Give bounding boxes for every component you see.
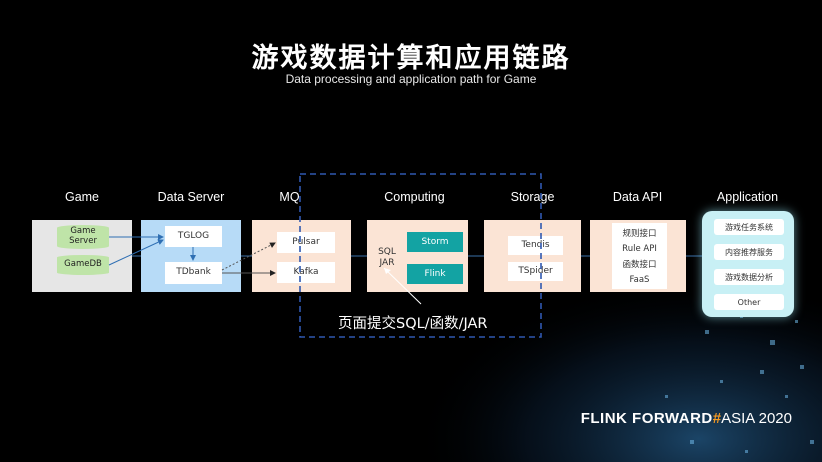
logo-text-flink-forward: FLINK FORWARD [580, 410, 713, 427]
stage-label-application: Application [716, 190, 779, 204]
app-item: 内容推荐服务 [714, 244, 784, 260]
stage-label-mq: MQ [279, 190, 300, 204]
data-api-box: 规则接口 Rule API 函数接口 FaaS [612, 223, 667, 289]
stage-label-storage: Storage [510, 190, 555, 204]
app-item: 游戏任务系统 [714, 219, 784, 235]
event-logo: FLINK FORWARD#ASIA 2020 [581, 410, 792, 427]
game-server-node: Game Server [57, 225, 109, 249]
page-title: 游戏数据计算和应用链路 [251, 43, 571, 74]
stage-label-game: Game [64, 190, 100, 204]
stage-label-data-api: Data API [612, 190, 663, 204]
sql-jar-label: SQL JAR [378, 247, 396, 268]
stage-label-data-server: Data Server [157, 190, 225, 204]
storm-node: Storm [407, 232, 463, 252]
api-item: 函数接口 [622, 260, 657, 271]
api-item: FaaS [629, 274, 650, 285]
tendis-node: Tendis [508, 236, 563, 255]
submission-annotation: 页面提交SQL/函数/JAR [338, 316, 488, 332]
api-item: 规则接口 [622, 229, 657, 240]
app-item: 游戏数据分析 [714, 269, 784, 285]
logo-text-asia: ASIA 2020 [721, 410, 792, 427]
stage-label-computing: Computing [384, 190, 445, 204]
tdbank-node: TDbank [165, 262, 222, 284]
app-item: Other [714, 294, 784, 310]
page-subtitle: Data processing and application path for… [285, 72, 537, 86]
tspider-node: TSpider [508, 262, 563, 281]
logo-hash: # [712, 410, 722, 427]
kafka-node: Kafka [277, 262, 335, 283]
api-item: Rule API [622, 243, 657, 254]
gamedb-node: GameDB [57, 255, 109, 275]
pulsar-node: Pulsar [277, 232, 335, 253]
tglog-node: TGLOG [165, 226, 222, 247]
flink-node: Flink [407, 264, 463, 284]
